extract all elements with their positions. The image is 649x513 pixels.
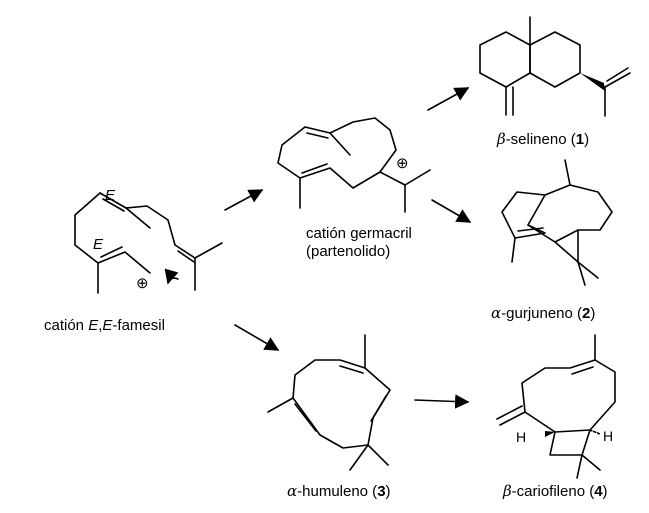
alpha-humulene-label: α-humuleno (3) [287, 482, 391, 500]
e-label-bottom: E [93, 236, 104, 253]
germacryl-label-line2: (partenolido) [306, 243, 390, 260]
beta-caryophyllene-structure [496, 334, 616, 479]
beta-caryophyllene-label: β-cariofileno (4) [502, 482, 608, 500]
e-label-top: E [105, 187, 116, 204]
alpha-gurjunene-structure [501, 159, 613, 286]
arrow-germacryl-to-gurjunene [431, 199, 472, 223]
germacryl-label-line1: catión germacril [306, 225, 412, 242]
hydrogen-right: H [603, 428, 613, 444]
cation-charge-germacryl: ⊕ [396, 155, 409, 172]
alpha-gurjunene-label: α-gurjuneno (2) [491, 304, 595, 322]
hydrogen-left: H [516, 429, 526, 445]
farnesyl-cation-structure [74, 192, 223, 294]
alpha-humulene-structure [267, 334, 391, 471]
arrow-humulene-to-caryophyllene [414, 394, 470, 409]
beta-selinene-label: β-selineno (1) [496, 130, 589, 148]
arrow-germacryl-to-selinene [427, 87, 470, 111]
cation-charge-farnesyl: ⊕ [136, 275, 149, 292]
arrow-farnesyl-to-humulene [234, 324, 280, 351]
farnesyl-label: catión E,E-famesil [44, 317, 165, 334]
beta-selinene-structure [479, 16, 631, 117]
arrow-farnesyl-to-germacryl [224, 189, 264, 211]
germacryl-cation-structure [277, 117, 431, 213]
